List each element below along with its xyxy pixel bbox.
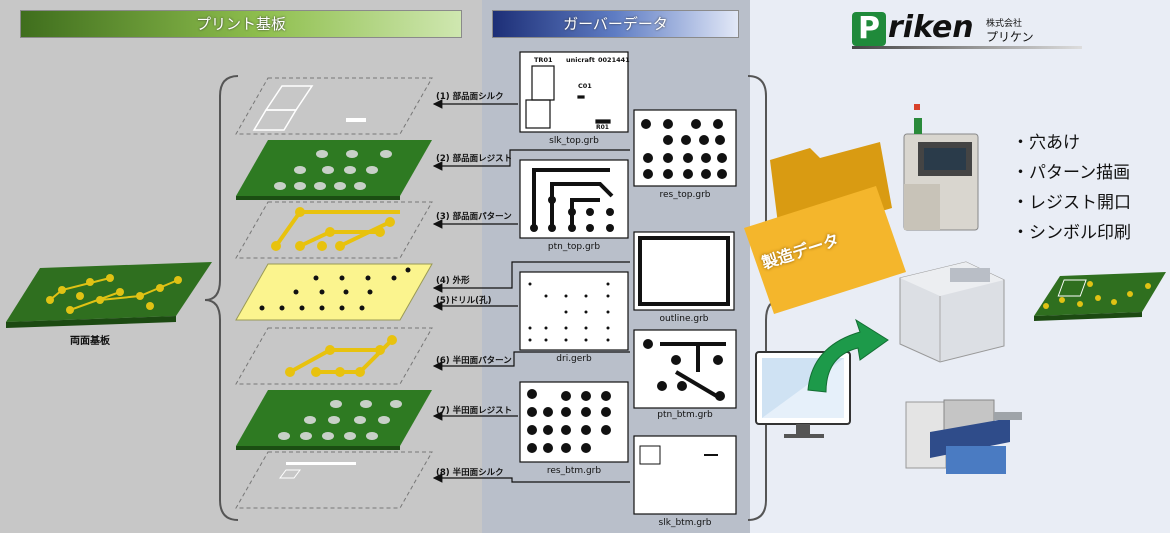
left-brace: [205, 76, 238, 520]
gerber-dri-content: [520, 272, 628, 350]
process-patterning: ・パターン描画: [1012, 158, 1130, 183]
layer-label-1: (1) 部品面シルク: [436, 90, 504, 102]
layer-pattern-bottom: [236, 328, 432, 384]
file-res-btm: res_btm.grb: [520, 466, 628, 476]
file-outline: outline.grb: [634, 314, 734, 324]
board-label: 両面基板: [70, 332, 110, 347]
file-ptn-top: ptn_top.grb: [520, 242, 628, 252]
silk-tr01: TR01: [534, 56, 552, 64]
gerber-slk-btm-content: [634, 436, 736, 514]
process-symbol: ・シンボル印刷: [1012, 218, 1131, 243]
layer-label-2: (2) 部品面レジスト: [436, 152, 512, 164]
file-ptn-btm: ptn_btm.grb: [634, 410, 736, 420]
finished-board-illustration: [1034, 272, 1166, 321]
file-dri: dri.gerb: [520, 354, 628, 364]
silk-c01: C01: [578, 82, 592, 90]
gerber-outline-content: [634, 232, 734, 310]
gerber-ptn-top-content: [520, 160, 628, 238]
process-resist: ・レジスト開口: [1012, 188, 1131, 213]
file-slk-btm: slk_btm.grb: [634, 518, 736, 528]
layer-silk-top: [236, 78, 432, 134]
silk-r01: R01: [596, 124, 609, 131]
layer-label-4: (4) 外形: [436, 274, 470, 286]
layer-label-3: (3) 部品面パターン: [436, 210, 512, 222]
layer-label-5: (5)ドリル(孔): [436, 294, 491, 306]
layer-pattern-top: [236, 202, 432, 258]
double-sided-board-illustration: [0, 262, 212, 328]
monitor-icon: [756, 352, 850, 438]
silk-unicraft: unicraft: [566, 56, 595, 64]
layer-label-8: (8) 半田面シルク: [436, 466, 504, 478]
file-slk-top: slk_top.grb: [520, 136, 628, 146]
machine-exposure-icon: [900, 262, 1004, 362]
layer-resist-top: [236, 140, 432, 200]
process-drilling: ・穴あけ: [1012, 128, 1080, 153]
gerber-slk-top-content: [520, 52, 628, 132]
gerber-res-top-content: [634, 110, 736, 186]
layer-resist-bottom: [236, 390, 432, 450]
silk-code: 0021441: [598, 56, 630, 64]
layer-label-7: (7) 半田面レジスト: [436, 404, 512, 416]
file-res-top: res_top.grb: [634, 190, 736, 200]
layer-label-6: (6) 半田面パターン: [436, 354, 512, 366]
machine-printer-icon: [906, 400, 1022, 474]
gerber-res-btm-content: [520, 382, 628, 462]
machine-drilling-icon: [904, 104, 978, 230]
layer-outline-drill: [236, 264, 432, 320]
layer-silk-bottom: [236, 452, 432, 508]
gerber-ptn-btm-content: [634, 330, 736, 408]
